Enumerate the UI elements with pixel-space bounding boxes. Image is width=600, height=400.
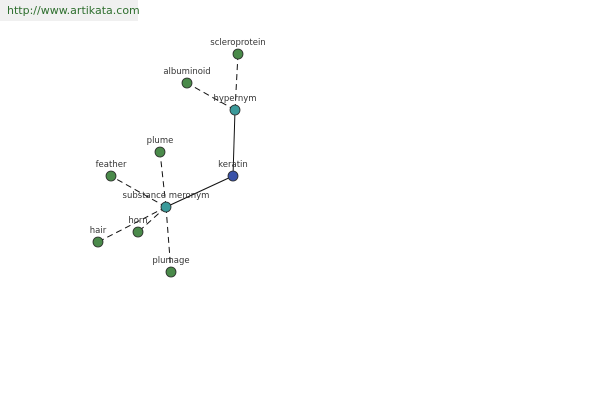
node-feather[interactable]: [105, 170, 117, 182]
node-label-horn: horn: [128, 216, 147, 226]
edge-substance-meronym-plumage: [165, 206, 172, 273]
edge-keratin-substance-meronym: [165, 175, 234, 208]
edge-substance-meronym-hair: [97, 206, 167, 243]
nodes-layer: [92, 48, 244, 278]
node-plume[interactable]: [154, 146, 166, 158]
node-label-plumage: plumage: [152, 256, 189, 266]
edge-hypernym-albuminoid: [186, 82, 236, 111]
source-url-watermark[interactable]: http://www.artikata.com: [0, 0, 140, 21]
node-label-scleroprotein: scleroprotein: [210, 38, 265, 48]
edge-substance-meronym-horn: [137, 206, 167, 233]
node-hair[interactable]: [92, 236, 104, 248]
node-label-albuminoid: albuminoid: [163, 67, 210, 77]
edges-layer: [97, 53, 239, 273]
node-substance-meronym[interactable]: [160, 201, 172, 213]
node-albuminoid[interactable]: [181, 77, 193, 89]
node-label-keratin: keratin: [218, 160, 248, 170]
node-scleroprotein[interactable]: [232, 48, 244, 60]
node-plumage[interactable]: [165, 266, 177, 278]
edge-keratin-hypernym: [232, 109, 236, 177]
node-label-hypernym: hypernym: [213, 94, 256, 104]
labels-layer: keratin hypernym substance meronym scleropr…: [90, 38, 266, 266]
node-keratin[interactable]: [227, 170, 239, 182]
node-label-hair: hair: [90, 226, 107, 236]
node-label-plume: plume: [147, 136, 174, 146]
node-hypernym[interactable]: [229, 104, 241, 116]
edge-substance-meronym-feather: [110, 175, 167, 208]
node-horn[interactable]: [132, 226, 144, 238]
node-label-feather: feather: [96, 160, 127, 170]
node-label-substance-meronym: substance meronym: [123, 191, 210, 201]
